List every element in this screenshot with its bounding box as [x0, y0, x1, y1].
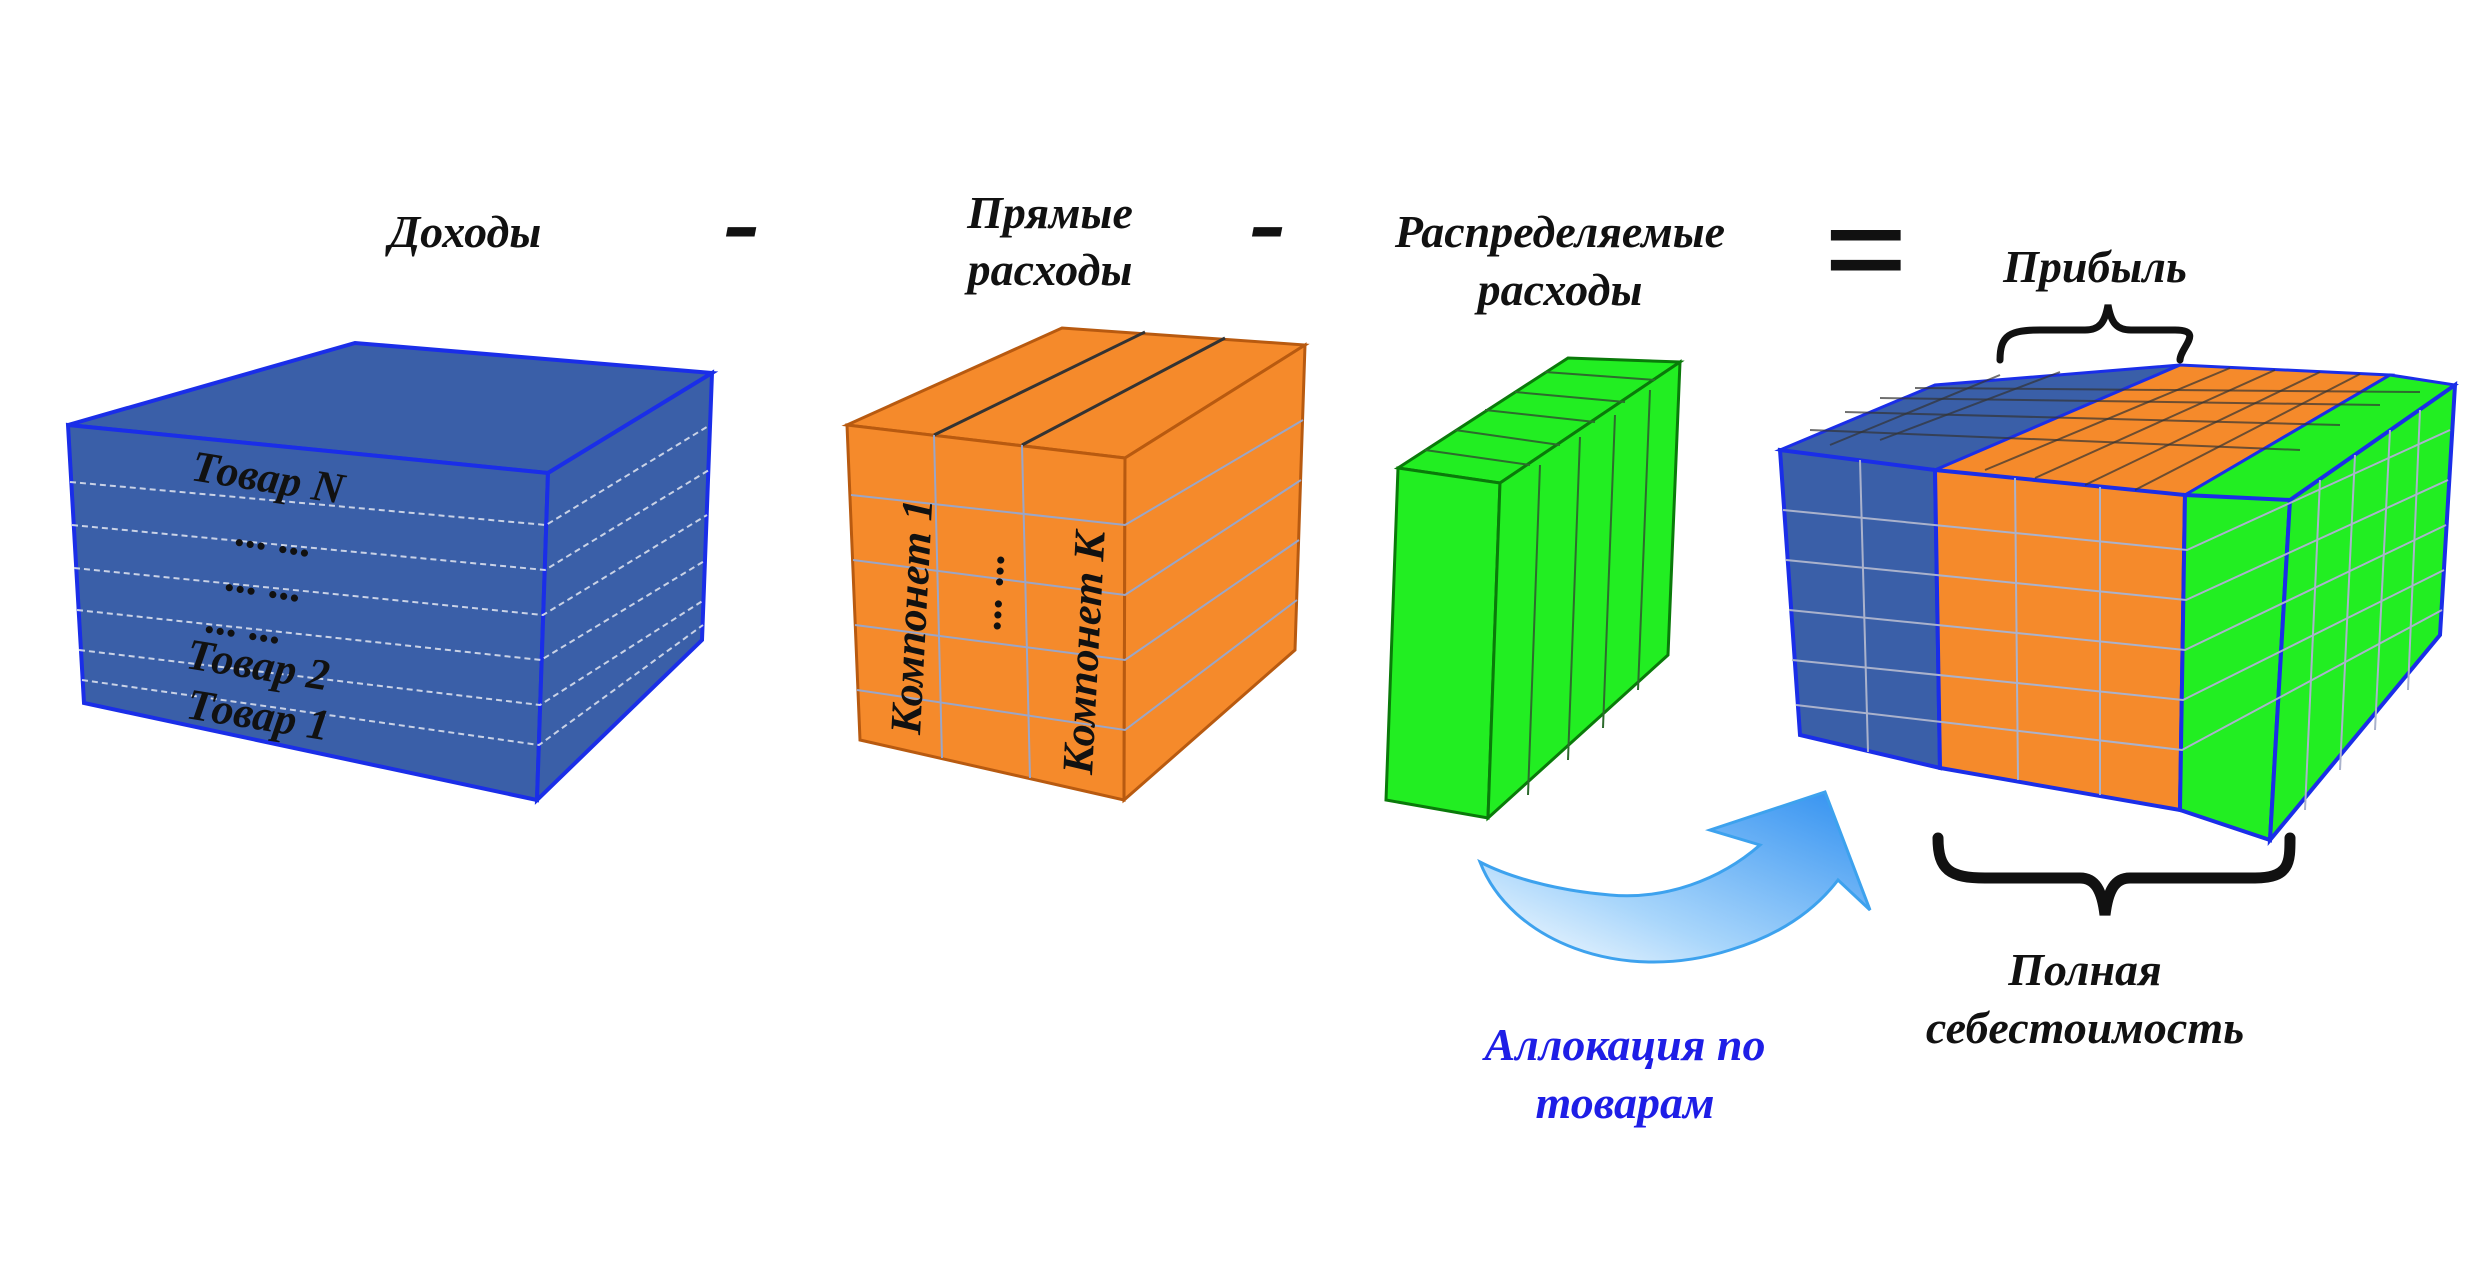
allocation-arrow — [1477, 790, 1872, 964]
revenue-cube: Товар N ... ... ... ... ... ... Товар 2 … — [65, 340, 719, 805]
allocated-slab-grid — [1424, 371, 1656, 796]
full-cost-brace-icon — [1932, 832, 2296, 916]
operator-minus-1: - — [724, 160, 761, 282]
operator-equals: = — [1822, 167, 1907, 333]
dots-row-1: ... ... — [233, 506, 317, 566]
label-direct-costs-line2: расходы — [964, 244, 1133, 295]
result-front-orange — [1932, 467, 2188, 813]
curved-arrow-icon — [1477, 790, 1872, 964]
direct-cube-grid — [850, 330, 1304, 779]
direct-costs-cube: Компонет 1 ... ... Компонет К — [841, 326, 1310, 804]
operator-minus-2: - — [1250, 160, 1287, 282]
label-full-cost-line2: себестоимость — [1926, 1002, 2244, 1053]
label-allocation-line2: товарам — [1536, 1077, 1715, 1128]
components-dots: ... ... — [961, 551, 1014, 630]
allocated-slab-front — [1384, 466, 1502, 820]
direct-cube-side — [1122, 342, 1307, 804]
result-cube-grid — [1809, 367, 2421, 491]
label-allocation-line1: Аллокация по — [1481, 1019, 1765, 1070]
result-front-blue — [1777, 447, 1943, 771]
label-revenue: Доходы — [385, 206, 542, 257]
label-direct-costs-line1: Прямые — [966, 187, 1133, 238]
allocated-costs-slab — [1384, 356, 1685, 822]
result-front-grid — [1782, 409, 2451, 811]
label-allocated-costs-line1: Распределяемые — [1394, 206, 1725, 257]
label-allocated-costs-line2: расходы — [1474, 264, 1643, 315]
dots-row-3: ... ... — [203, 593, 287, 653]
dots-row-2: ... ... — [223, 551, 307, 611]
profit-brace-icon — [1996, 304, 2194, 364]
revenue-cube-layer-lines — [69, 424, 711, 747]
label-full-cost-line1: Полная — [2007, 944, 2161, 995]
result-cube — [1774, 363, 2459, 846]
label-profit: Прибыль — [2002, 241, 2187, 292]
revenue-cube-side — [534, 369, 715, 805]
